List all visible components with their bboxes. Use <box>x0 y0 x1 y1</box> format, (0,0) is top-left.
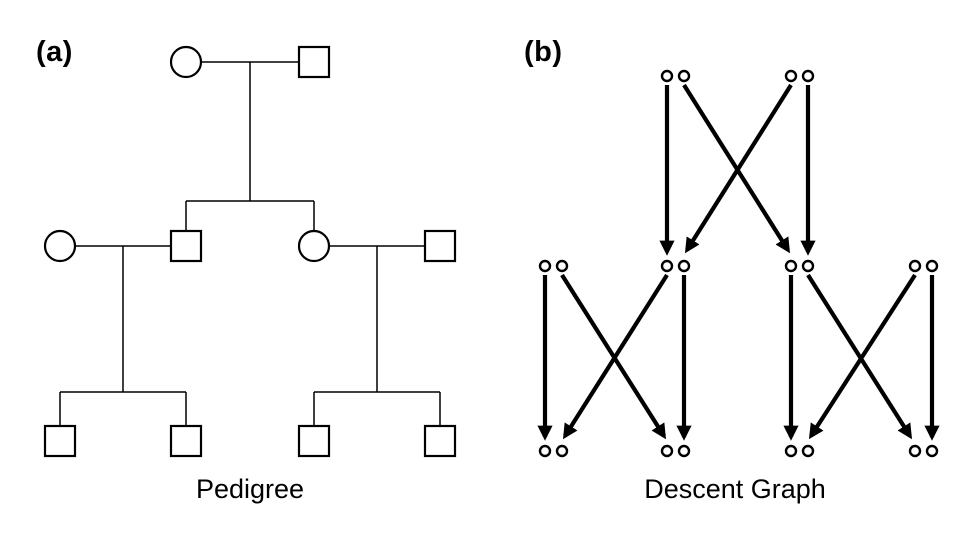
allele-dot <box>908 259 922 273</box>
allele-dot <box>660 69 674 83</box>
allele-dot <box>677 444 691 458</box>
allele-dot <box>555 444 569 458</box>
allele-dot <box>677 69 691 83</box>
allele-dot <box>555 259 569 273</box>
pedigree-male-symbol <box>169 229 203 263</box>
allele-dot <box>801 259 815 273</box>
pedigree-male-symbol <box>297 45 331 79</box>
descent-graph-caption: Descent Graph <box>644 474 826 504</box>
pedigree-caption: Pedigree <box>195 474 305 504</box>
gene-flow-arrow <box>808 273 917 440</box>
allele-dot <box>538 444 552 458</box>
pedigree-female-symbol <box>169 45 203 79</box>
panel-a-label: (a) <box>36 36 73 68</box>
allele-dot <box>908 444 922 458</box>
allele-dot <box>784 69 798 83</box>
pedigree-male-symbol <box>297 424 331 458</box>
pedigree-diagram <box>43 45 457 458</box>
allele-dot <box>801 69 815 83</box>
allele-dot <box>677 259 691 273</box>
allele-dot <box>925 444 939 458</box>
panel-b-label: (b) <box>524 36 563 68</box>
allele-dot <box>925 259 939 273</box>
pedigree-male-symbol <box>43 424 77 458</box>
descent-graph-diagram <box>537 69 940 458</box>
allele-dot <box>784 259 798 273</box>
pedigree-male-symbol <box>423 229 457 263</box>
gene-flow-arrow <box>806 273 913 440</box>
gene-flow-arrow <box>562 273 669 440</box>
allele-dot <box>660 444 674 458</box>
allele-dot <box>538 259 552 273</box>
gene-flow-arrow <box>560 273 667 440</box>
allele-dot <box>660 259 674 273</box>
allele-dot <box>784 444 798 458</box>
pedigree-female-symbol <box>43 229 77 263</box>
allele-dot <box>801 444 815 458</box>
pedigree-male-symbol <box>423 424 457 458</box>
gene-flow-arrow <box>684 83 793 254</box>
pedigree-female-symbol <box>297 229 331 263</box>
pedigree-male-symbol <box>169 424 203 458</box>
gene-flow-arrow <box>682 83 791 254</box>
